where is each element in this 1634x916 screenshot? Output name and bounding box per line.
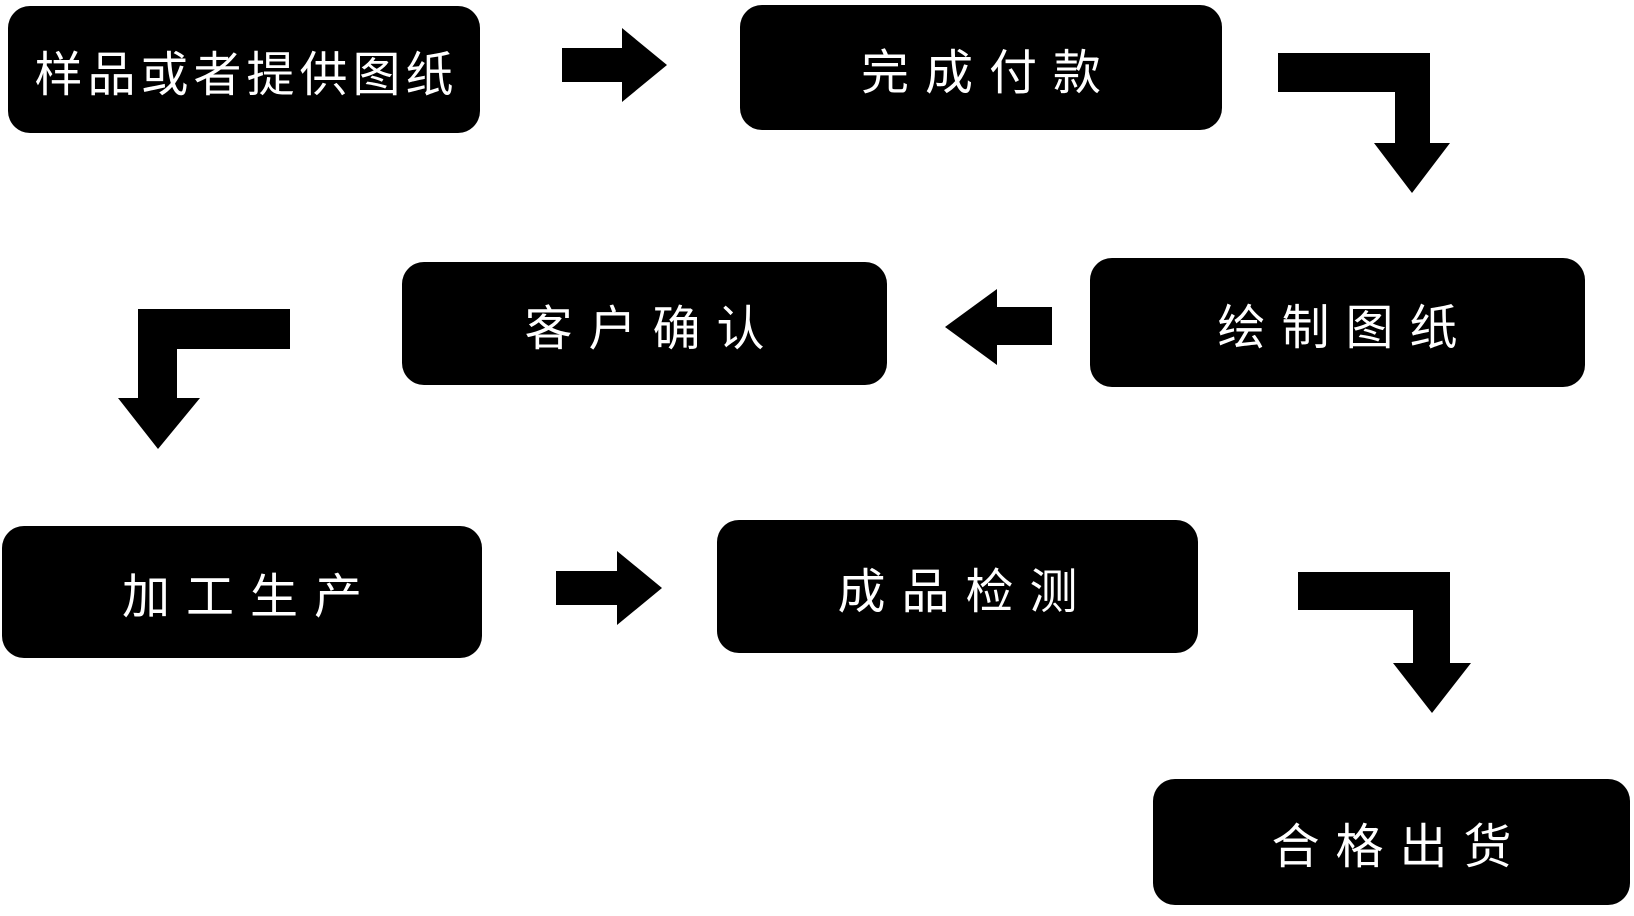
flow-step-finished-product-inspection: 成品检测 [717,520,1198,653]
arrow-elbow-right-down-icon [1298,572,1471,713]
arrow-elbow-left-down-icon [118,309,290,449]
flow-step-draw-drawings: 绘制图纸 [1090,258,1585,387]
flow-step-processing-production: 加工生产 [2,526,482,658]
flow-step-customer-confirmation: 客户确认 [402,262,887,385]
arrow-right-icon [556,551,662,625]
flow-step-qualified-shipment: 合格出货 [1153,779,1630,905]
flow-step-sample-or-drawings: 样品或者提供图纸 [8,6,480,133]
arrow-elbow-right-down-icon [1278,53,1450,193]
flow-step-complete-payment: 完成付款 [740,5,1222,130]
arrow-right-icon [562,28,667,102]
arrow-left-icon [945,289,1052,365]
